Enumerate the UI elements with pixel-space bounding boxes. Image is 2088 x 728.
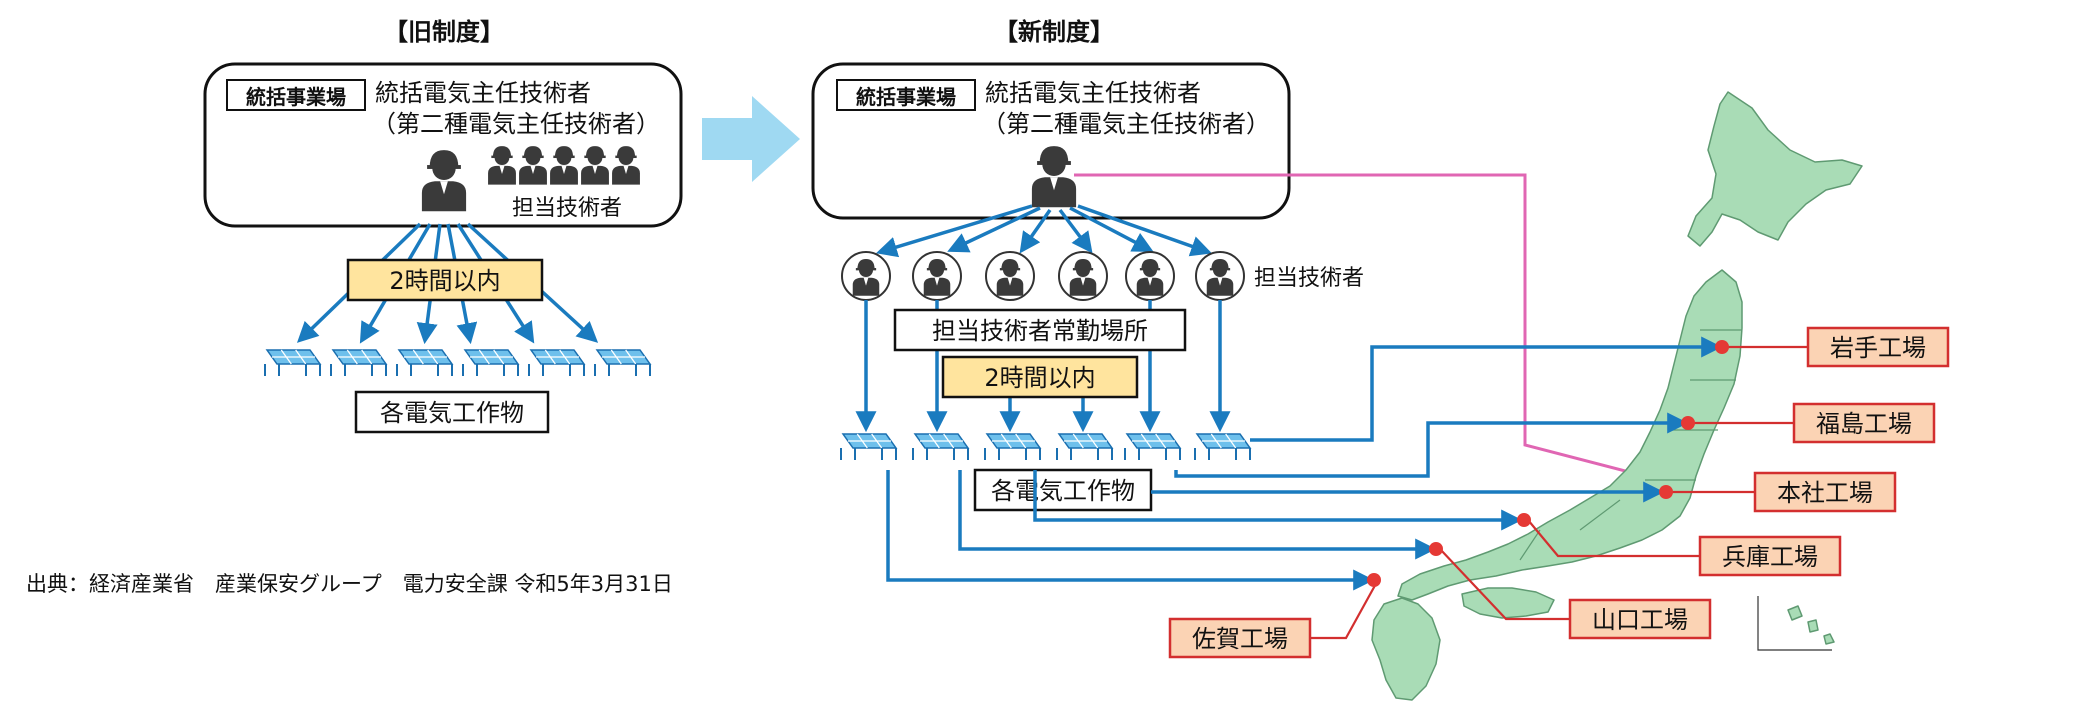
factory-name-yamaguchi: 山口工場 [1592,606,1688,634]
old-system-heading: 【旧制度】 [384,18,504,46]
new-facility-label: 各電気工作物 [991,477,1135,505]
new-office-box [893,308,1187,352]
old-solar-panels [264,349,651,377]
old-tag-box [226,79,366,111]
new-time-label: 2時間以内 [984,364,1095,392]
factory-name-hyogo: 兵庫工場 [1722,543,1818,571]
factory-name-fukushima: 福島工場 [1816,410,1912,438]
solar-panel-icon [1056,433,1113,461]
new-time-badge [941,355,1139,399]
solar-panel-icon [396,349,453,377]
factory-leader-lines [1310,345,1808,640]
solar-panel-icon [462,349,519,377]
old-chief-subtitle: （第二種電気主任技術者） [372,110,660,138]
new-office-label: 担当技術者常勤場所 [932,317,1148,345]
old-facility-label: 各電気工作物 [380,399,524,427]
factory-label-box [1806,326,1950,368]
factory-label-box [1698,535,1842,577]
pin-hyogo [1517,513,1531,527]
solar-panel-icon [1194,433,1251,461]
solar-panel-icon [594,349,651,377]
headquarters-link-arrow [1074,173,1664,486]
factory-label-box [1568,598,1712,640]
factory-name-saga: 佐賀工場 [1192,625,1288,653]
solar-panel-icon [528,349,585,377]
japan-map [1371,91,1863,701]
new-chief-title: 統括電気主任技術者 [985,79,1201,107]
pin-saga [1367,573,1381,587]
pin-yamaguchi [1429,542,1443,556]
pin-fukushima [1681,416,1695,430]
transition-arrow [702,96,800,182]
new-solar-panels [840,433,1251,461]
factory-label-box [1168,617,1312,659]
solar-panel-icon [984,433,1041,461]
factory-label-box [1753,471,1897,513]
new-chief-subtitle: （第二種電気主任技術者） [982,110,1270,138]
new-tag-box [836,79,976,111]
factory-name-iwate: 岩手工場 [1830,334,1926,362]
old-time-badge [346,258,544,302]
new-tag-label: 統括事業場 [856,85,956,109]
okinawa-inset-frame [1757,596,1832,651]
factory-labels: 岩手工場 福島工場 本社工場 兵庫工場 山口工場 佐賀工場 [1168,326,1950,659]
pin-honsha [1659,485,1673,499]
solar-panel-icon [1124,433,1181,461]
new-staff-label: 担当技術者 [1254,266,1364,291]
new-system-heading: 【新制度】 [994,18,1114,46]
source-note: 出典：経済産業省 産業保安グループ 電力安全課 令和5年3月31日 [26,572,673,596]
factory-label-box [1792,402,1936,444]
pin-iwate [1715,340,1729,354]
old-tag-label: 統括事業場 [246,85,346,109]
factory-name-honsha: 本社工場 [1777,479,1873,507]
old-facility-box [354,390,550,434]
panel-to-factory-arrows [886,336,1723,591]
new-dispatch-arrows [875,204,1212,258]
old-chief-title: 統括電気主任技術者 [375,79,591,107]
factory-pins [1367,340,1729,587]
new-staff-row [841,251,1245,301]
solar-panel-icon [330,349,387,377]
solar-panel-icon [264,349,321,377]
new-facility-box [973,468,1153,512]
solar-panel-icon [912,433,969,461]
old-time-label: 2時間以内 [389,267,500,295]
solar-panel-icon [840,433,897,461]
old-staff-label: 担当技術者 [512,196,622,221]
